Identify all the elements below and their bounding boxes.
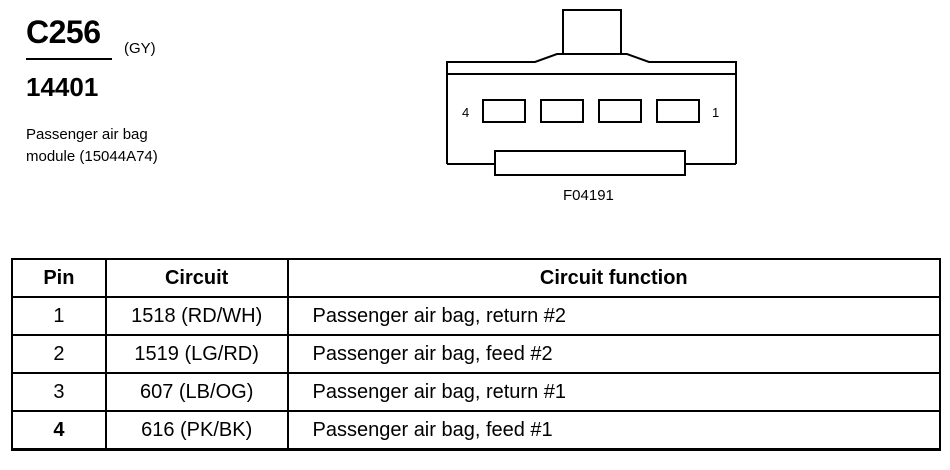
header-circuit: Circuit xyxy=(104,258,289,298)
connector-face-diagram: 4 1 xyxy=(446,9,737,176)
terminal-cavity-1 xyxy=(656,99,700,123)
cell-circuit-function: Passenger air bag, feed #2 xyxy=(286,334,942,374)
cell-pin: 3 xyxy=(11,372,107,412)
pin-table: Pin Circuit Circuit function 1 1518 (RD/… xyxy=(11,258,942,451)
description-line: module (15044A74) xyxy=(26,148,158,165)
cell-circuit-function: Passenger air bag, return #2 xyxy=(286,296,942,336)
cell-circuit-function: Passenger air bag, return #1 xyxy=(286,372,942,412)
pin-label-right: 1 xyxy=(712,105,719,120)
cell-circuit: 1519 (LG/RD) xyxy=(104,334,289,374)
table-row: 1 1518 (RD/WH) Passenger air bag, return… xyxy=(11,296,942,336)
figure-code: F04191 xyxy=(563,187,614,204)
terminal-cavity-4 xyxy=(482,99,526,123)
cell-pin: 2 xyxy=(11,334,107,374)
connector-body-outline xyxy=(446,53,737,164)
connector-id: C256 xyxy=(26,14,101,50)
cell-circuit-function: Passenger air bag, feed #1 xyxy=(286,410,942,451)
connector-id-underline xyxy=(26,58,112,60)
cell-circuit: 616 (PK/BK) xyxy=(104,410,289,451)
description-line: Passenger air bag xyxy=(26,126,148,143)
connector-description: Passenger air bag module (15044A74) xyxy=(26,124,158,168)
connector-color: (GY) xyxy=(124,40,156,57)
table-row: 3 607 (LB/OG) Passenger air bag, return … xyxy=(11,372,942,412)
table-row: 4 616 (PK/BK) Passenger air bag, feed #1 xyxy=(11,410,942,451)
table-row: 2 1519 (LG/RD) Passenger air bag, feed #… xyxy=(11,334,942,374)
terminal-cavity-3 xyxy=(540,99,584,123)
pin-label-left: 4 xyxy=(462,105,469,120)
part-number: 14401 xyxy=(26,72,99,102)
locking-tab xyxy=(562,9,622,55)
key-slot xyxy=(494,150,686,176)
cell-pin: 4 xyxy=(11,410,107,451)
cell-pin: 1 xyxy=(11,296,107,336)
header-pin: Pin xyxy=(11,258,107,298)
table-header-row: Pin Circuit Circuit function xyxy=(11,258,942,298)
header-circuit-function: Circuit function xyxy=(286,258,942,298)
terminal-cavity-2 xyxy=(598,99,642,123)
cell-circuit: 1518 (RD/WH) xyxy=(104,296,289,336)
cell-circuit: 607 (LB/OG) xyxy=(104,372,289,412)
